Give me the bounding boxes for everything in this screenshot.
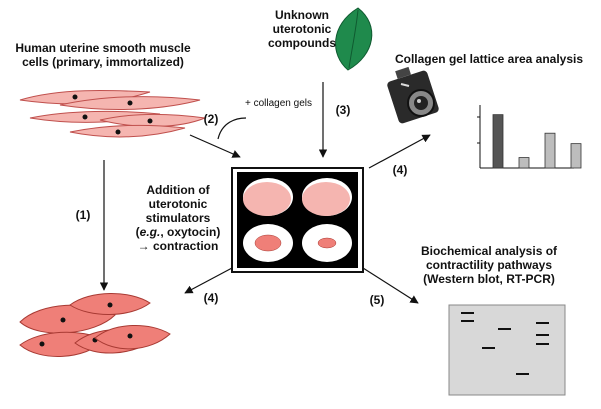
addition-stimulators-label: Addition of uterotonic stimulators (e.g.… <box>128 183 228 253</box>
chart-bar <box>518 157 530 169</box>
camera-icon <box>387 66 439 124</box>
arrow-step-2 <box>189 134 241 158</box>
relaxed-cell <box>69 124 186 138</box>
contracted-cells-illustration <box>19 293 171 357</box>
plus-collagen-label: + collagen gels <box>245 98 312 109</box>
contracted-cell <box>69 293 151 315</box>
well-plate-icon <box>231 167 364 273</box>
well-uncontracted <box>302 178 352 216</box>
addition-line4-em: e.g. <box>139 225 161 239</box>
addition-line4-pre: ( <box>135 225 140 239</box>
chart-bar <box>544 132 556 169</box>
addition-line4: (e.g., oxytocin) <box>128 225 228 239</box>
contracted-cell <box>94 325 171 350</box>
chart-bar <box>492 114 504 169</box>
arrow-step-5 <box>362 267 419 304</box>
step-4-cells-label: (4) <box>203 291 219 305</box>
relaxed-cell <box>59 96 201 110</box>
biochem-label: Biochemical analysis of contractility pa… <box>404 244 574 286</box>
chart-bar <box>570 143 582 169</box>
biochem-line2: contractility pathways <box>425 258 553 272</box>
step-4-chart-label: (4) <box>392 163 408 177</box>
unknown-compounds-label: Unknown uterotonic compounds <box>262 8 342 50</box>
addition-line3: stimulators <box>145 211 211 225</box>
unknown-line1: Unknown <box>275 8 329 22</box>
collagen-analysis-title: Collagen gel lattice area analysis <box>394 52 584 66</box>
arrows <box>99 82 431 304</box>
biochem-line3: (Western blot, RT-PCR) <box>423 272 555 286</box>
addition-line5: → contraction <box>137 239 219 253</box>
arrow-step-4-chart <box>368 134 431 169</box>
addition-line2: uterotonic <box>148 197 208 211</box>
leaf-icon <box>335 7 373 71</box>
unknown-line2: uterotonic <box>272 22 332 36</box>
biochem-line1: Biochemical analysis of <box>420 244 558 258</box>
well-contracted <box>302 224 352 262</box>
cells-label-line2: cells (primary, immortalized) <box>22 55 184 69</box>
step-5-label: (5) <box>369 293 385 307</box>
arrow-step-4-cells <box>184 267 233 294</box>
gel-blot-icon <box>448 304 566 396</box>
step-1-label: (1) <box>75 208 91 222</box>
well-contracted <box>243 224 293 262</box>
cells-label-line1: Human uterine smooth muscle <box>15 41 191 55</box>
step-2-label: (2) <box>203 112 219 126</box>
addition-line1: Addition of <box>146 183 210 197</box>
well-uncontracted <box>243 178 293 216</box>
cells-label: Human uterine smooth muscle cells (prima… <box>4 41 202 69</box>
relaxed-cells-illustration <box>19 90 207 138</box>
collagen-pointer <box>217 117 247 140</box>
addition-line4-post: , oxytocin) <box>160 225 221 239</box>
area-bar-chart <box>477 105 582 169</box>
unknown-line3: compounds <box>268 36 336 50</box>
step-3-label: (3) <box>335 103 351 117</box>
